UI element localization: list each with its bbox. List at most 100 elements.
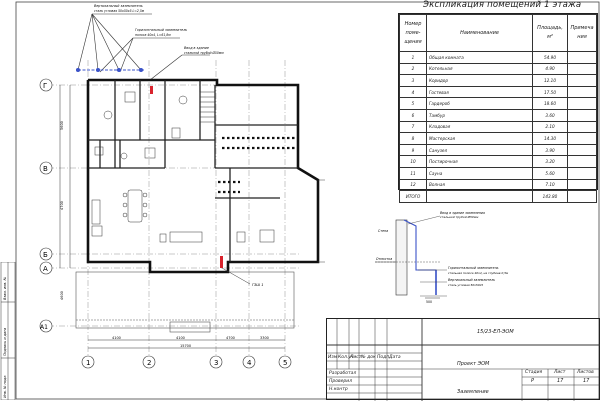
axis-label-v: В: [43, 165, 48, 173]
col-head-list: Лист: [350, 355, 362, 360]
axis-label-5: 5: [283, 359, 287, 367]
exterior-walls: [86, 78, 320, 274]
room-num: 4: [399, 85, 427, 99]
room-name: Котельная: [426, 62, 533, 76]
room-name: Волная: [426, 178, 533, 192]
room-name: Гостевая: [426, 85, 533, 99]
room-name: Постирочная: [426, 155, 533, 168]
title-block-grid: [327, 319, 600, 401]
room-note: [567, 74, 597, 87]
detail-label-c-sub: сталь угловая 50х50х5: [448, 283, 483, 287]
dim-bottom-1: 4100: [112, 336, 121, 340]
col-head-kol: Кол.уч: [338, 355, 354, 360]
header-area: Площадь, м²: [532, 14, 568, 52]
detail-label-wall: Стена: [378, 229, 388, 233]
room-note: [567, 62, 597, 76]
project-name: Проект ЭОМ: [457, 361, 490, 367]
room-num: 9: [399, 143, 427, 157]
ground-entry-markers: [150, 86, 223, 268]
room-name: Гардероб: [426, 97, 533, 110]
callout-b-sub: полоса 40х4, L=61,8м: [135, 33, 171, 37]
room-note: [567, 178, 597, 192]
room-area: 17.50: [532, 85, 568, 99]
room-name: Общая комната: [426, 51, 533, 64]
role-developer: Разработал: [329, 371, 357, 376]
sheet-value: 17: [557, 378, 564, 384]
room-area: 3.60: [532, 108, 568, 122]
strip-label-2: Подпись и дата: [3, 328, 7, 356]
room-note: [567, 51, 597, 64]
room-num: 10: [399, 155, 427, 168]
room-name: Сауна: [426, 166, 533, 180]
room-name: Кладовая: [426, 120, 533, 134]
room-name: Коридор: [426, 74, 533, 87]
dim-left-3: 4600: [60, 291, 64, 300]
header-num: Номер поме-щения: [399, 14, 427, 52]
stage-head: Стадия: [525, 370, 543, 375]
detail-label-ground: Отмостка: [376, 257, 392, 261]
room-area: 3.20: [532, 155, 568, 168]
axis-label-3: 3: [214, 359, 218, 367]
callout-c-text: Ввод в здание: [184, 46, 209, 50]
room-num: 7: [399, 120, 427, 134]
room-area: 3.90: [532, 143, 568, 157]
dim-bottom-2: 4100: [176, 336, 185, 340]
axis-label-a: А: [43, 265, 48, 273]
room-num: 12: [399, 178, 427, 192]
shelving: [218, 136, 296, 194]
axis-label-2: 2: [147, 359, 151, 367]
room-num: 2: [399, 62, 427, 76]
room-area: 54.90: [532, 51, 568, 64]
drawing-code: 15/23-ЕЛ-ЭОМ: [477, 329, 514, 335]
room-note: [567, 108, 597, 122]
axis-label-1: 1: [86, 359, 90, 367]
callout-a-text: Вертикальный заземлитель: [94, 4, 143, 8]
table-row-total: ИТОГО 143.80: [399, 190, 597, 203]
dim-total: 15700: [180, 344, 191, 348]
dimension-lines: [59, 85, 285, 349]
strip-label-1: Инв. № подл.: [3, 375, 7, 398]
room-name: Тамбур: [426, 108, 533, 122]
total-label: ИТОГО: [399, 190, 427, 203]
callout-c-sub: стальной трубой Ø50мм: [184, 50, 224, 55]
room-num: 6: [399, 108, 427, 122]
dim-left-2: 4700: [60, 201, 64, 210]
room-area: 18.60: [532, 97, 568, 110]
furniture: [91, 91, 275, 243]
explication-table: Номер поме-щения Наименование Площадь, м…: [398, 13, 598, 203]
room-area: 5.60: [532, 166, 568, 180]
room-note: [567, 155, 597, 168]
header-name: Наименование: [426, 14, 533, 52]
role-control: Н.контр: [329, 387, 348, 392]
ground-callouts: [77, 13, 210, 81]
axis-label-4: 4: [247, 359, 252, 367]
room-area: 2.10: [532, 120, 568, 134]
room-note: [567, 143, 597, 157]
dim-bottom-4: 3300: [260, 336, 269, 340]
detail-label-a-sub: стальной трубой Ø50мм: [440, 214, 479, 219]
room-name: Санузел: [426, 143, 533, 157]
room-area: 12.10: [532, 74, 568, 87]
ground-loop: [75, 67, 145, 73]
room-note: [567, 85, 597, 99]
sheet-name: Заземление: [457, 389, 489, 395]
room-num: 1: [399, 51, 427, 64]
axis-bubbles-left: [39, 78, 53, 333]
strip-label-3: Взам. инв. №: [3, 277, 7, 300]
room-area: 4.90: [532, 62, 568, 76]
room-area: 7.10: [532, 178, 568, 192]
explication-title: Экспликация помещений 1 этажа: [423, 0, 582, 10]
col-head-doc: № док: [361, 355, 376, 360]
total-spacer: [426, 190, 533, 203]
stage-value: Р: [531, 378, 535, 384]
terrace: [75, 271, 295, 333]
total-area: 143.80: [532, 190, 568, 203]
